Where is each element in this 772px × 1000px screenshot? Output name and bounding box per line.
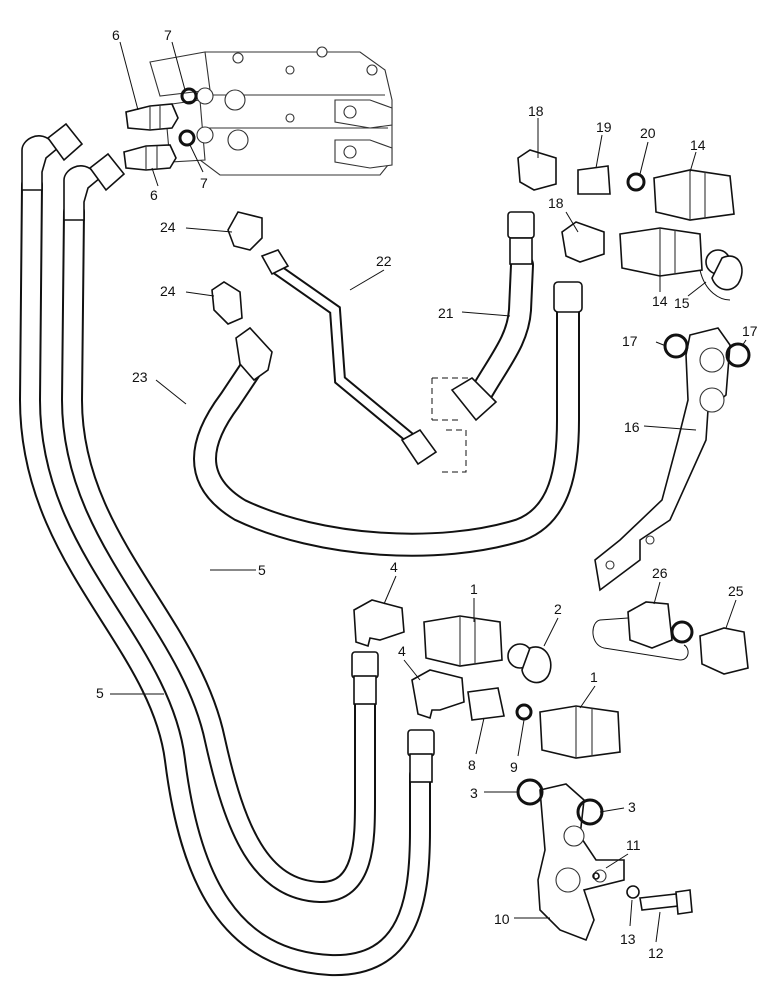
washer-11	[592, 872, 600, 880]
hose-fitting-bottom-outer	[407, 729, 435, 783]
callout-14-top: 14	[690, 137, 706, 153]
bolt-12	[639, 889, 693, 915]
plug-25	[699, 627, 749, 675]
callout-20: 20	[640, 125, 656, 141]
callout-18-top: 18	[528, 103, 544, 119]
callout-10: 10	[494, 911, 510, 927]
hose-fitting-top-outer	[21, 122, 84, 191]
coupler-1-top	[423, 615, 503, 667]
elbow-4-top	[353, 599, 405, 648]
callout-5-inner: 5	[258, 562, 266, 578]
washer-20	[626, 172, 646, 192]
control-valve-block	[149, 46, 393, 176]
dust-cap-2	[507, 643, 552, 684]
callout-6-upper: 6	[112, 27, 120, 43]
callout-1-lower: 1	[590, 669, 598, 685]
adapter-upper	[125, 103, 179, 131]
hose-fitting-bottom-inner	[351, 651, 379, 705]
callout-23: 23	[132, 369, 148, 385]
adapter-lower	[123, 144, 177, 171]
coupler-14-top	[653, 169, 735, 221]
callout-19: 19	[596, 119, 612, 135]
hose-fitting-top-inner	[63, 152, 126, 221]
callout-11: 11	[626, 837, 641, 853]
callout-21: 21	[438, 305, 454, 321]
washer-26	[670, 620, 694, 644]
callout-24-lower: 24	[160, 283, 176, 299]
callout-5-outer: 5	[96, 685, 104, 701]
hose-long-outer	[18, 174, 431, 977]
callout-3-right: 3	[628, 799, 636, 815]
callout-13: 13	[620, 931, 636, 947]
callout-17-right: 17	[742, 323, 758, 339]
hose-long-inner	[60, 201, 376, 904]
callout-4-top: 4	[390, 559, 398, 575]
bracket-16	[594, 327, 731, 592]
callout-17-left: 17	[622, 333, 638, 349]
hose-loop	[193, 281, 583, 557]
callout-7-upper: 7	[164, 27, 172, 43]
elbow-4-lower	[411, 669, 465, 720]
elbow-upper	[227, 211, 263, 251]
callout-26: 26	[652, 565, 668, 581]
callout-7-lower: 7	[200, 175, 208, 191]
o-ring-upper	[180, 87, 198, 105]
callout-9: 9	[510, 759, 518, 775]
ring-3-left	[516, 778, 544, 806]
coupler-14-lower	[619, 227, 703, 277]
callout-14-lower: 14	[652, 293, 668, 309]
callout-8: 8	[468, 757, 476, 773]
elbow-lower	[211, 281, 243, 325]
callout-3-left: 3	[470, 785, 478, 801]
callout-labels: 6 7 6 7 18 19 20 14 18 14 15 17 17 16 24…	[96, 27, 758, 961]
coupler-1-lower	[539, 705, 621, 759]
elbow-18-top	[517, 149, 557, 191]
hose-short	[450, 211, 535, 422]
adapter-8	[467, 687, 505, 721]
elbow-18-lower	[561, 221, 605, 263]
dashed-connection-box	[431, 377, 470, 473]
callout-12: 12	[648, 945, 664, 961]
washer-13	[626, 885, 640, 899]
o-ring-lower	[178, 129, 196, 147]
ring-17-left	[663, 333, 689, 359]
coupler-26	[592, 601, 689, 661]
callout-6-lower: 6	[150, 187, 158, 203]
ring-17-right	[725, 342, 751, 368]
callout-15: 15	[674, 295, 690, 311]
bracket-10	[537, 783, 625, 942]
washer-9	[515, 703, 533, 721]
callout-24-upper: 24	[160, 219, 176, 235]
dust-cap-15	[699, 249, 743, 301]
callout-4-lower: 4	[398, 643, 406, 659]
callout-22: 22	[376, 253, 392, 269]
rigid-pipe	[260, 249, 438, 466]
callout-16: 16	[624, 419, 640, 435]
callout-1-top: 1	[470, 581, 478, 597]
callout-25: 25	[728, 583, 744, 599]
adapter-19	[577, 165, 611, 195]
callout-2: 2	[554, 601, 562, 617]
leader-lines	[110, 41, 747, 943]
callout-18-lower: 18	[548, 195, 564, 211]
